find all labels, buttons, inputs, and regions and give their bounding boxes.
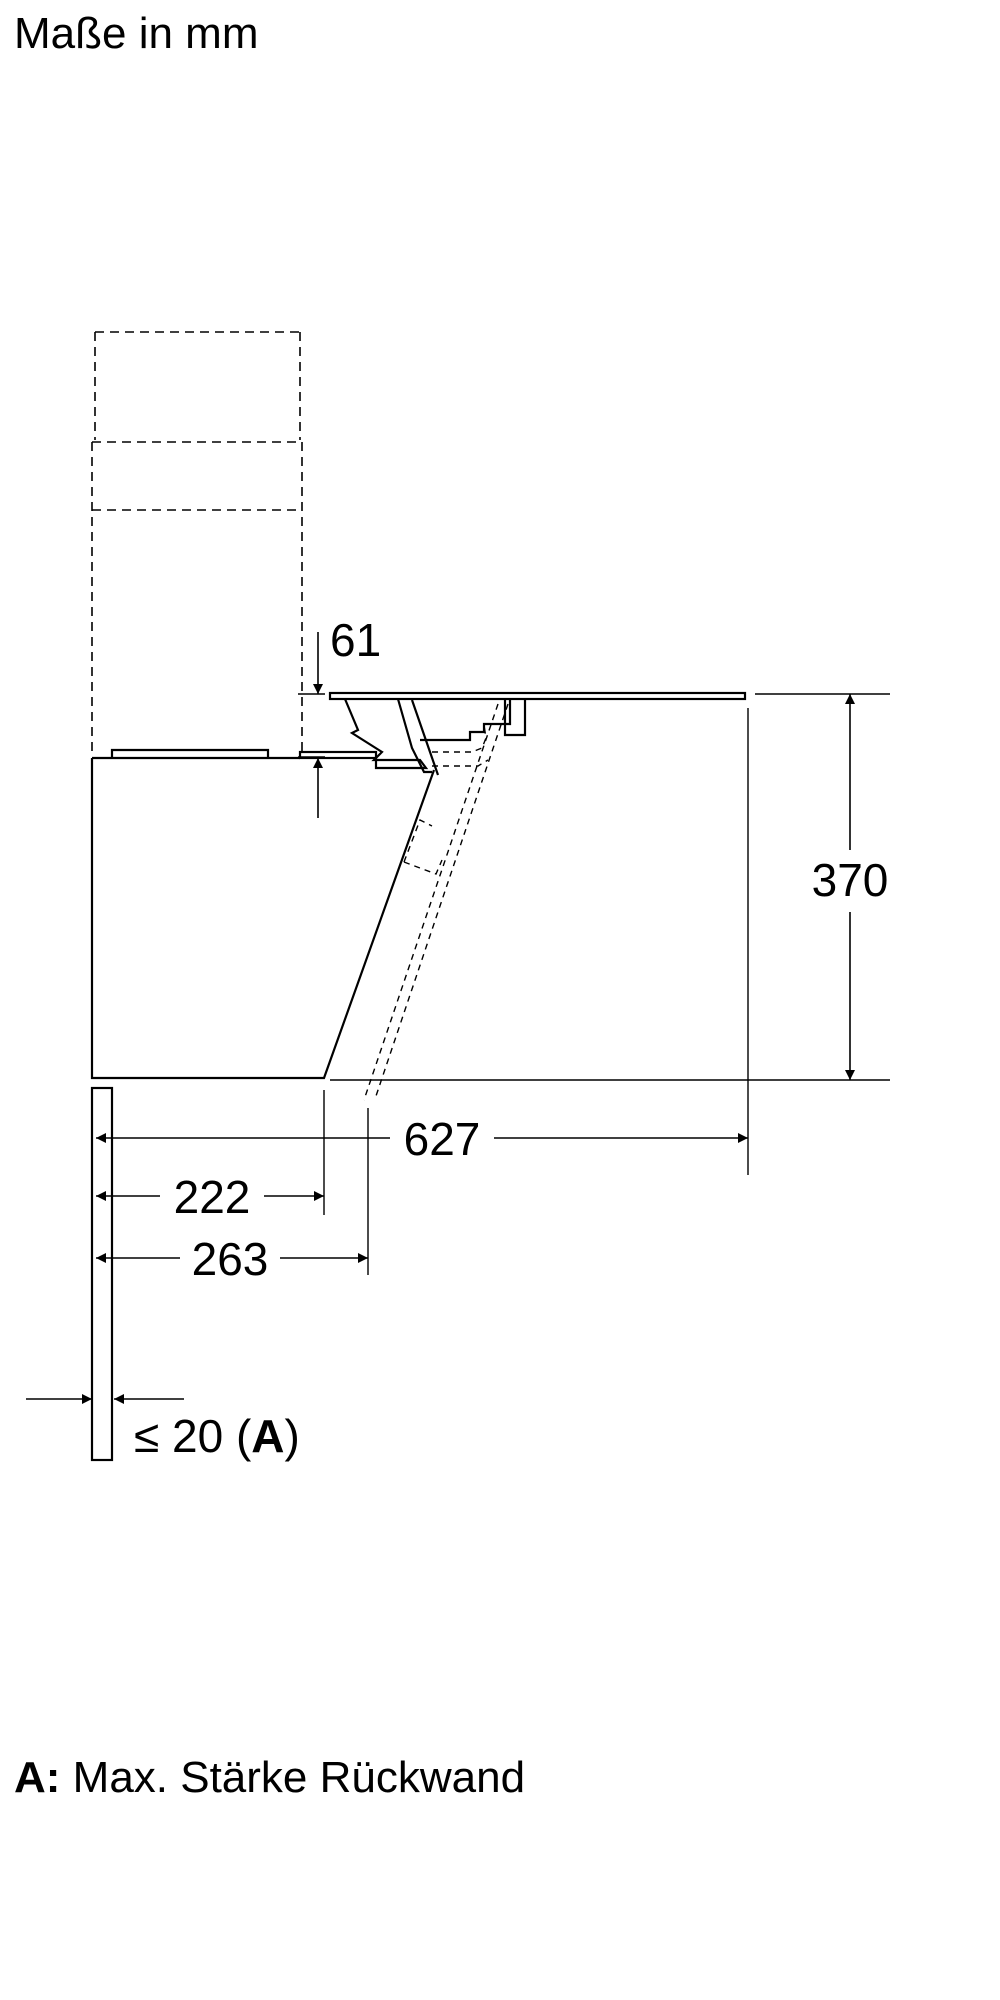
rear-wall-panel — [90, 1086, 114, 1462]
extension-lines — [298, 693, 890, 1275]
duct-chimney-outline — [91, 331, 303, 756]
hood-body — [90, 748, 436, 1080]
mechanism-hidden-lines — [363, 703, 509, 1101]
dimension-label-61: 61 — [330, 614, 381, 666]
dimension-label-263: 263 — [192, 1233, 269, 1285]
legend-text: Max. Stärke Rückwand — [60, 1753, 526, 1802]
legend-key: A: — [14, 1753, 61, 1802]
dimension-label-370: 370 — [812, 854, 889, 906]
hood-top-plate — [328, 691, 747, 776]
legend: A: Max. Stärke Rückwand — [14, 1752, 525, 1804]
dimension-label-222: 222 — [174, 1171, 251, 1223]
dimension-label-627: 627 — [404, 1113, 481, 1165]
page-title: Maße in mm — [14, 9, 259, 58]
dimension-label-wall: ≤ 20 (A) — [134, 1410, 300, 1462]
